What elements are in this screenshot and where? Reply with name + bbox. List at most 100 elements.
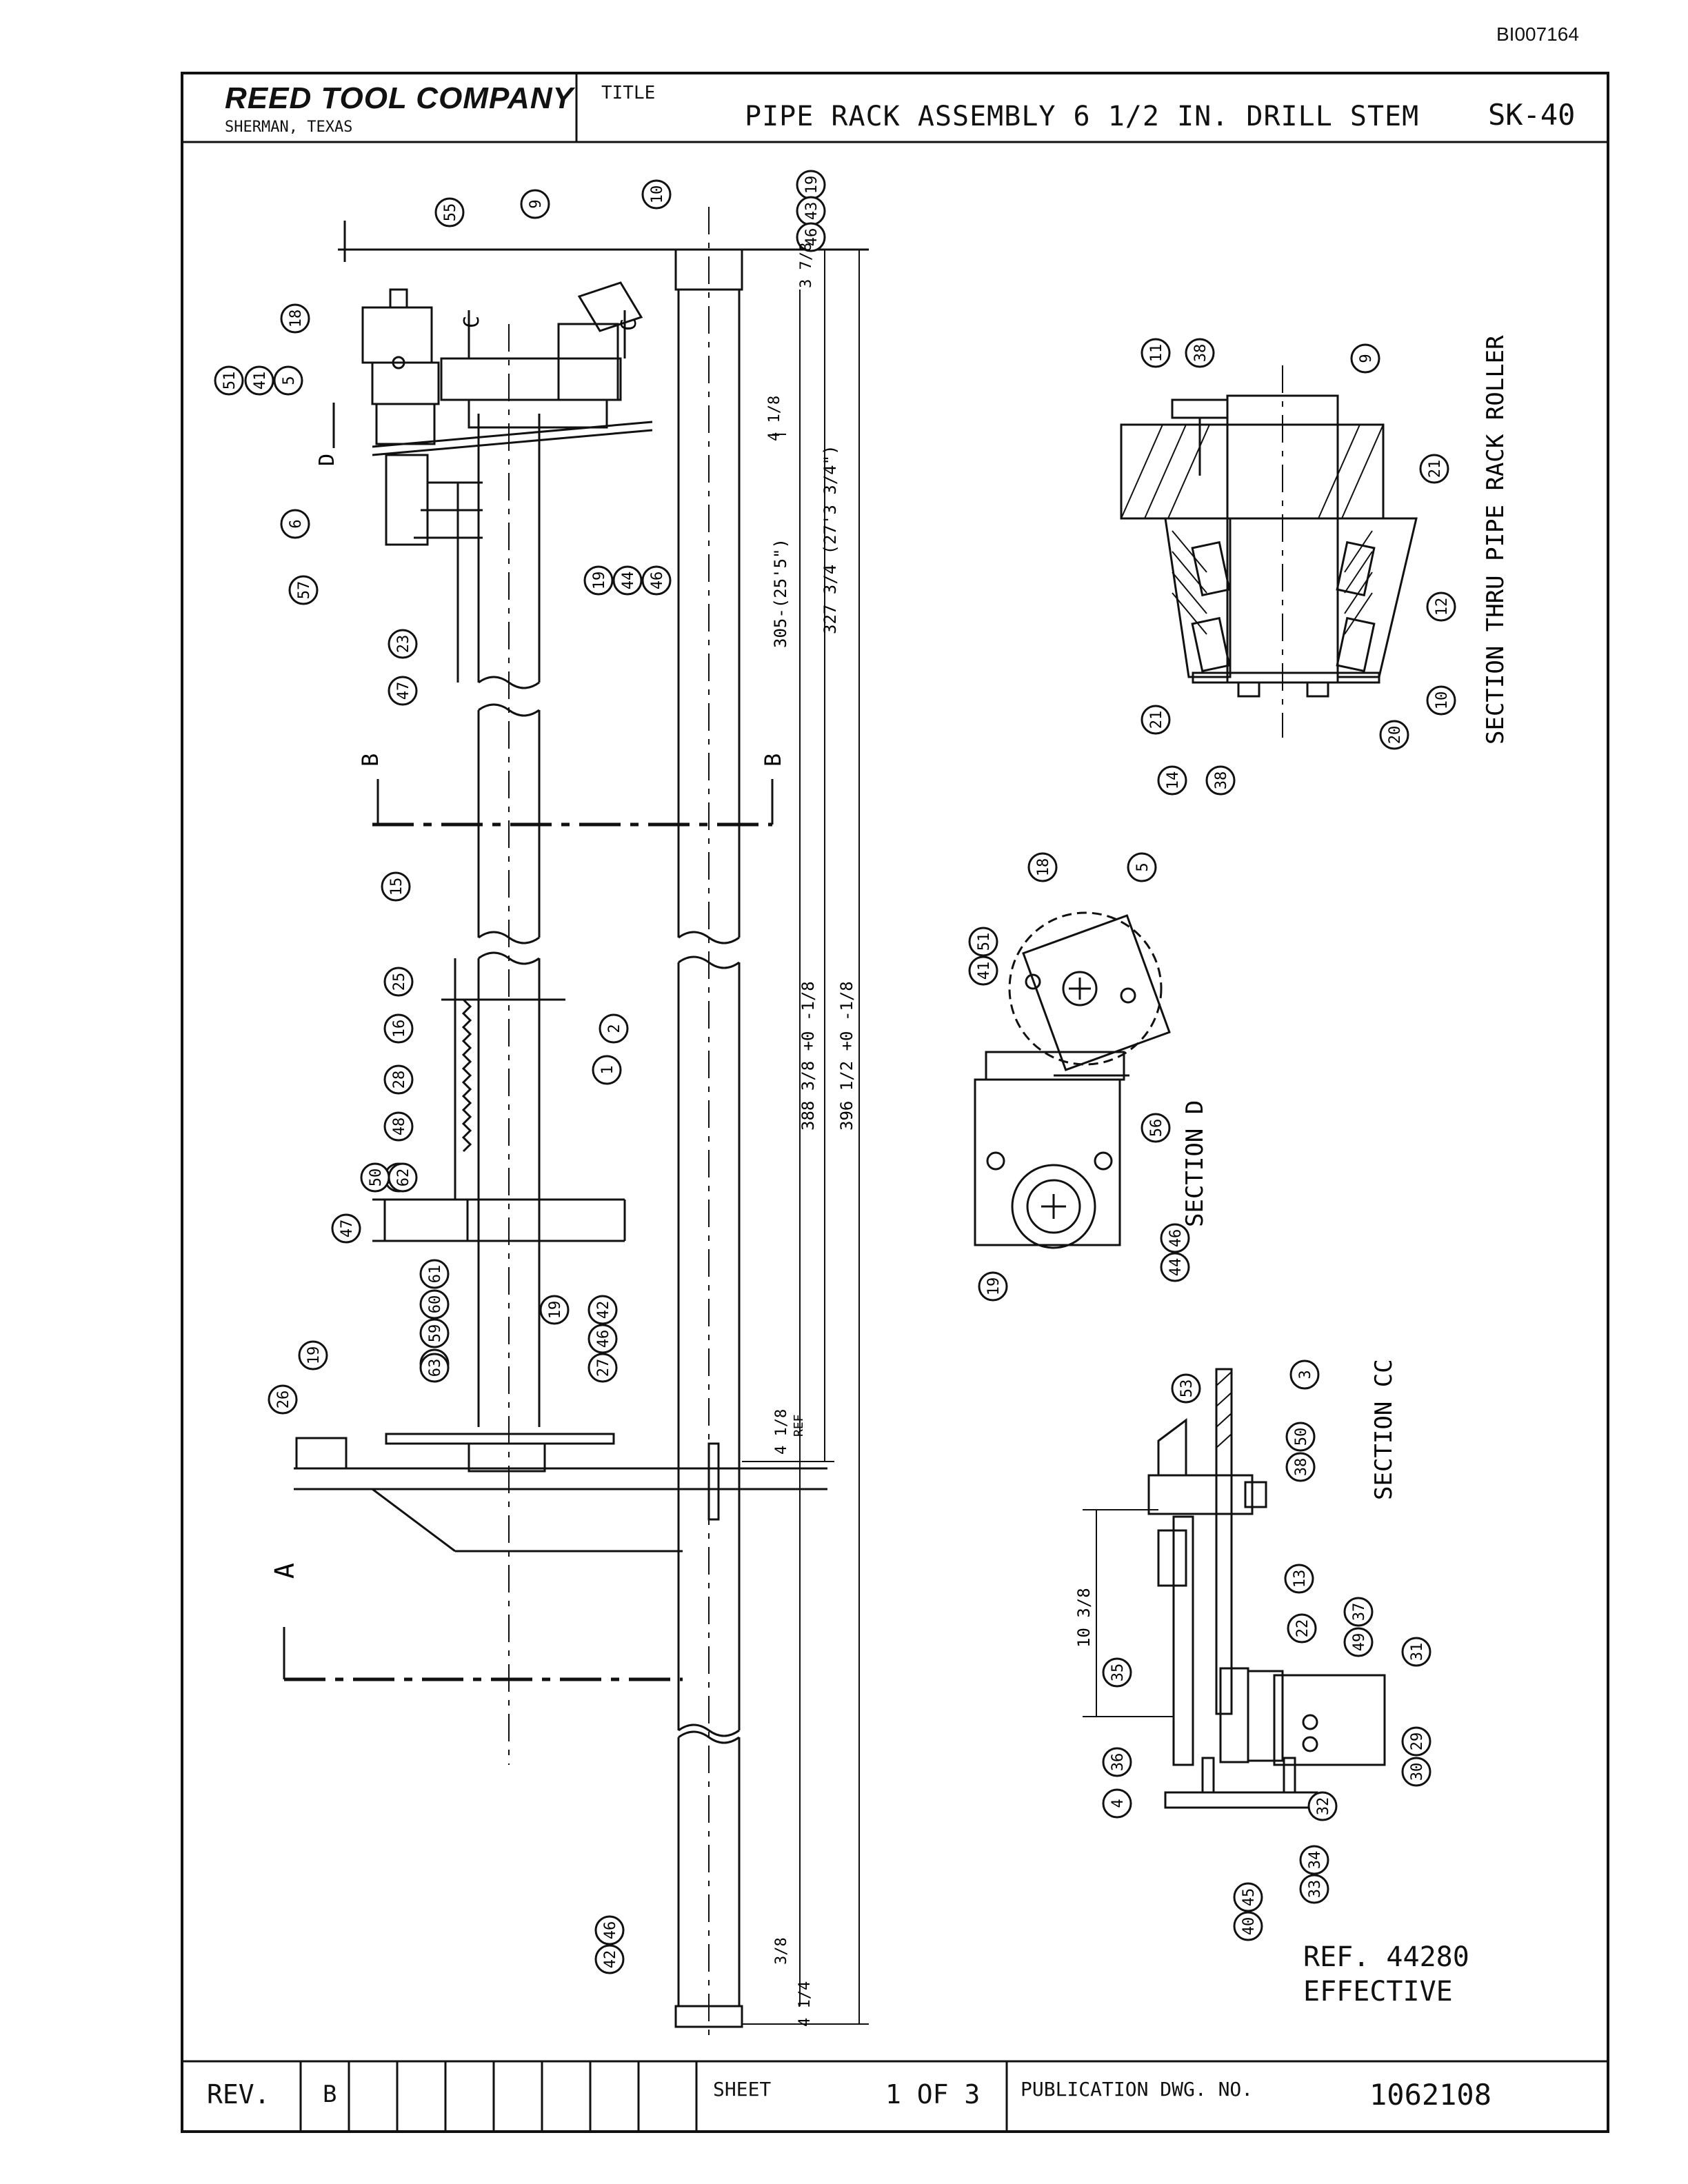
balloon-main-6 xyxy=(280,303,310,334)
dimension-4-1-8: 4 1/8 xyxy=(766,396,783,441)
sheet-value: 1 OF 3 xyxy=(885,2079,981,2110)
balloon-d-5 xyxy=(1160,1252,1190,1282)
balloon-number-d-4: 56 xyxy=(1148,1119,1165,1138)
reference-note: REF. 44280 xyxy=(1303,1941,1469,1973)
balloon-number-cc-11: 29 xyxy=(1409,1732,1426,1751)
balloon-roller-5 xyxy=(1426,685,1456,716)
balloon-number-main-3: 19 xyxy=(803,176,821,194)
balloon-main-36 xyxy=(587,1353,618,1383)
balloon-number-main-18: 2 xyxy=(606,1024,623,1033)
balloon-main-12 xyxy=(583,565,614,596)
title-label: TITLE xyxy=(601,83,656,103)
balloon-roller-7 xyxy=(1205,765,1236,796)
balloon-main-37 xyxy=(268,1384,298,1415)
cut-letter-b-left: B xyxy=(357,754,383,767)
balloon-number-roller-5: 10 xyxy=(1434,691,1451,710)
dimension-10-3-8: 10 3/8 xyxy=(1074,1588,1094,1648)
balloon-number-cc-15: 33 xyxy=(1307,1880,1324,1899)
balloon-cc-10 xyxy=(1401,1757,1431,1787)
balloon-cc-4 xyxy=(1284,1564,1314,1594)
balloon-main-10 xyxy=(280,509,310,539)
balloon-cc-3 xyxy=(1285,1422,1316,1452)
balloon-number-main-13: 44 xyxy=(620,572,637,590)
balloon-number-main-11: 57 xyxy=(296,581,313,600)
balloon-number-cc-12: 36 xyxy=(1109,1753,1127,1772)
section-cc-label: SECTION CC xyxy=(1370,1359,1398,1500)
balloon-number-cc-7: 22 xyxy=(1294,1619,1312,1638)
balloon-main-40 xyxy=(594,1915,625,1945)
dimension-lines xyxy=(742,249,869,2025)
balloon-number-main-39: 42 xyxy=(602,1950,619,1969)
drawing-frame xyxy=(181,72,1609,2133)
balloon-number-cc-1: 3 xyxy=(1297,1370,1314,1379)
spring-assembly xyxy=(372,958,626,1242)
balloon-main-38 xyxy=(298,1340,328,1371)
balloon-cc-5 xyxy=(1343,1627,1374,1657)
balloon-main-32 xyxy=(419,1353,450,1383)
balloon-roller-0 xyxy=(1141,338,1171,368)
balloon-cc-12 xyxy=(1102,1747,1132,1777)
balloon-cc-1 xyxy=(1289,1359,1320,1390)
section-roller-label: SECTION THRU PIPE RACK ROLLER xyxy=(1482,335,1509,745)
cut-letter-c-left: C xyxy=(460,316,484,328)
balloon-number-main-40: 46 xyxy=(602,1921,619,1940)
balloon-cc-11 xyxy=(1401,1726,1431,1757)
balloon-main-15 xyxy=(388,629,418,659)
dimension-4-1-8-ref: 4 1/8 xyxy=(773,1409,790,1455)
balloon-number-cc-5: 49 xyxy=(1351,1633,1368,1652)
balloon-main-11 xyxy=(288,575,319,605)
balloon-main-33 xyxy=(539,1295,570,1325)
balloon-main-27 xyxy=(388,1162,418,1193)
balloon-cc-18 xyxy=(1233,1882,1263,1912)
dimension-3-8: 3/8 xyxy=(773,1937,790,1965)
balloon-number-main-21: 16 xyxy=(391,1020,408,1038)
balloon-roller-3 xyxy=(1419,454,1449,484)
balloon-number-roller-6: 20 xyxy=(1387,726,1404,745)
balloon-number-roller-4: 12 xyxy=(1434,598,1451,616)
balloon-number-main-0: 55 xyxy=(442,203,459,222)
balloon-main-19 xyxy=(592,1055,622,1085)
balloon-number-roller-2: 9 xyxy=(1358,354,1375,363)
balloon-number-main-28: 61 xyxy=(427,1265,444,1284)
balloon-number-main-6: 18 xyxy=(288,310,305,328)
dimension-4-1-4: 4 1/4 xyxy=(796,1981,814,2027)
balloon-number-d-5: 44 xyxy=(1167,1258,1185,1277)
drive-motor xyxy=(361,281,653,682)
company-city: SHERMAN, TEXAS xyxy=(225,119,353,136)
balloon-number-main-15: 23 xyxy=(395,635,412,654)
dimension-305: 305-(25'5") xyxy=(771,538,790,648)
balloon-number-cc-10: 30 xyxy=(1409,1763,1426,1781)
balloon-number-roller-7: 38 xyxy=(1213,771,1230,790)
balloon-number-main-33: 19 xyxy=(547,1301,564,1320)
balloon-number-main-29: 60 xyxy=(427,1295,444,1314)
balloon-number-roller-8: 14 xyxy=(1165,771,1182,790)
balloon-main-35 xyxy=(587,1324,618,1354)
balloon-main-5 xyxy=(796,222,826,252)
balloon-main-17 xyxy=(381,871,411,902)
balloon-d-3 xyxy=(968,927,998,957)
balloon-main-23 xyxy=(383,1111,414,1142)
balloon-d-7 xyxy=(978,1271,1008,1302)
balloon-number-main-16: 47 xyxy=(395,682,412,700)
balloon-cc-8 xyxy=(1401,1637,1431,1667)
balloon-number-main-36: 27 xyxy=(595,1359,612,1377)
balloon-roller-6 xyxy=(1379,720,1409,750)
dimension-ref: REF xyxy=(792,1414,806,1437)
balloon-number-main-5: 46 xyxy=(803,228,821,247)
cut-letter-d: D xyxy=(315,454,339,466)
balloon-number-d-3: 51 xyxy=(976,933,993,951)
balloon-main-0 xyxy=(434,197,465,228)
balloon-number-main-35: 46 xyxy=(595,1330,612,1348)
publication-number: 1062108 xyxy=(1369,2078,1492,2112)
balloon-number-cc-13: 4 xyxy=(1109,1799,1127,1808)
balloon-number-d-1: 5 xyxy=(1134,862,1152,871)
balloon-main-20 xyxy=(383,967,414,997)
sheet-label: SHEET xyxy=(713,2078,772,2101)
balloon-roller-1 xyxy=(1185,338,1215,368)
balloon-main-1 xyxy=(520,189,550,219)
balloon-number-roller-3: 21 xyxy=(1427,460,1444,478)
dimension-396: 396 1/2 +0 -1/8 xyxy=(837,981,856,1131)
cut-letter-c-right: C xyxy=(617,318,641,331)
balloon-main-30 xyxy=(419,1318,450,1348)
balloon-number-cc-16: 34 xyxy=(1307,1851,1324,1870)
